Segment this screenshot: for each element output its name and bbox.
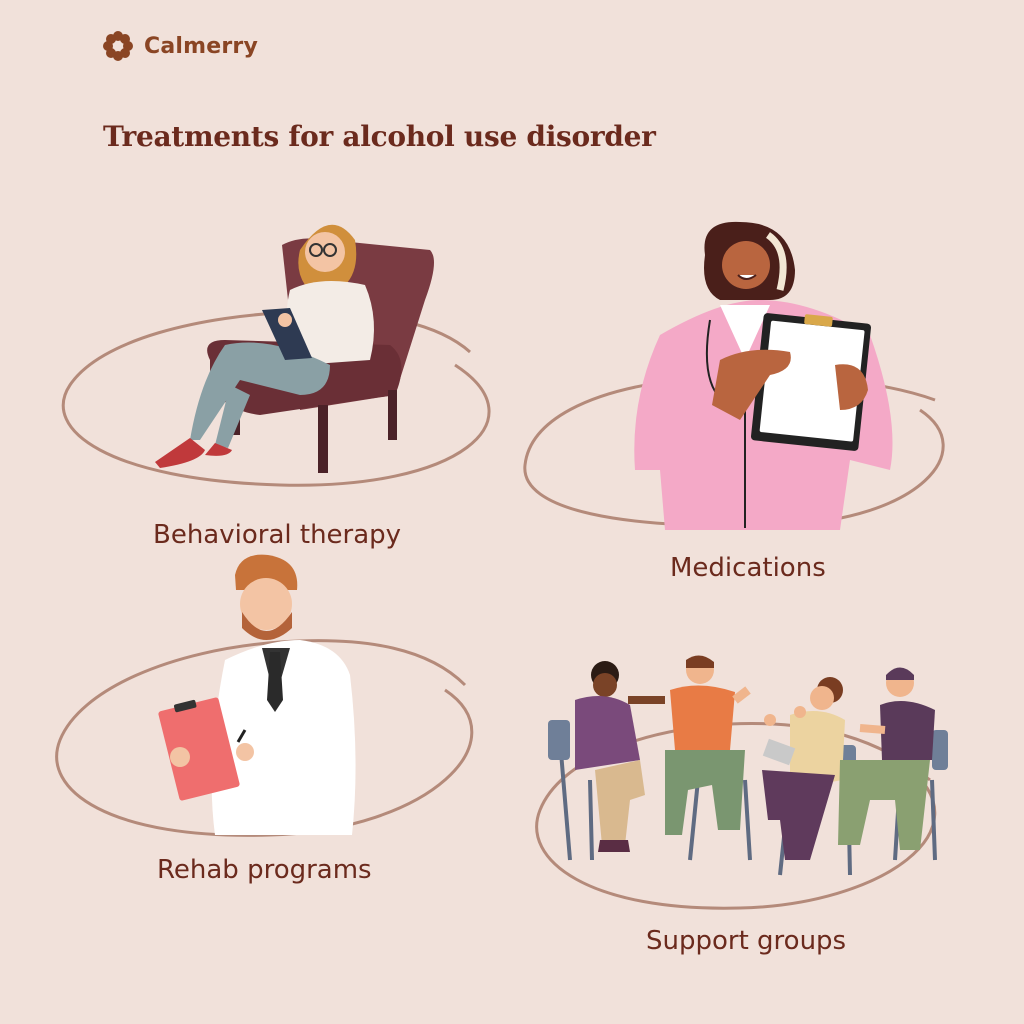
page-title: Treatments for alcohol use disorder [103, 120, 656, 153]
support-groups-illustration [535, 655, 948, 910]
label-behavioral-therapy: Behavioral therapy [153, 520, 402, 550]
medications-illustration [523, 221, 945, 530]
flower-logo-icon [103, 31, 133, 61]
label-medications: Medications [670, 553, 826, 583]
brand-name: Calmerry [144, 33, 259, 59]
rehab-programs-illustration [55, 554, 474, 837]
brand-header: Calmerry [102, 30, 258, 62]
label-rehab-programs: Rehab programs [157, 855, 372, 885]
label-support-groups: Support groups [646, 926, 847, 956]
behavioral-therapy-illustration [61, 224, 491, 487]
